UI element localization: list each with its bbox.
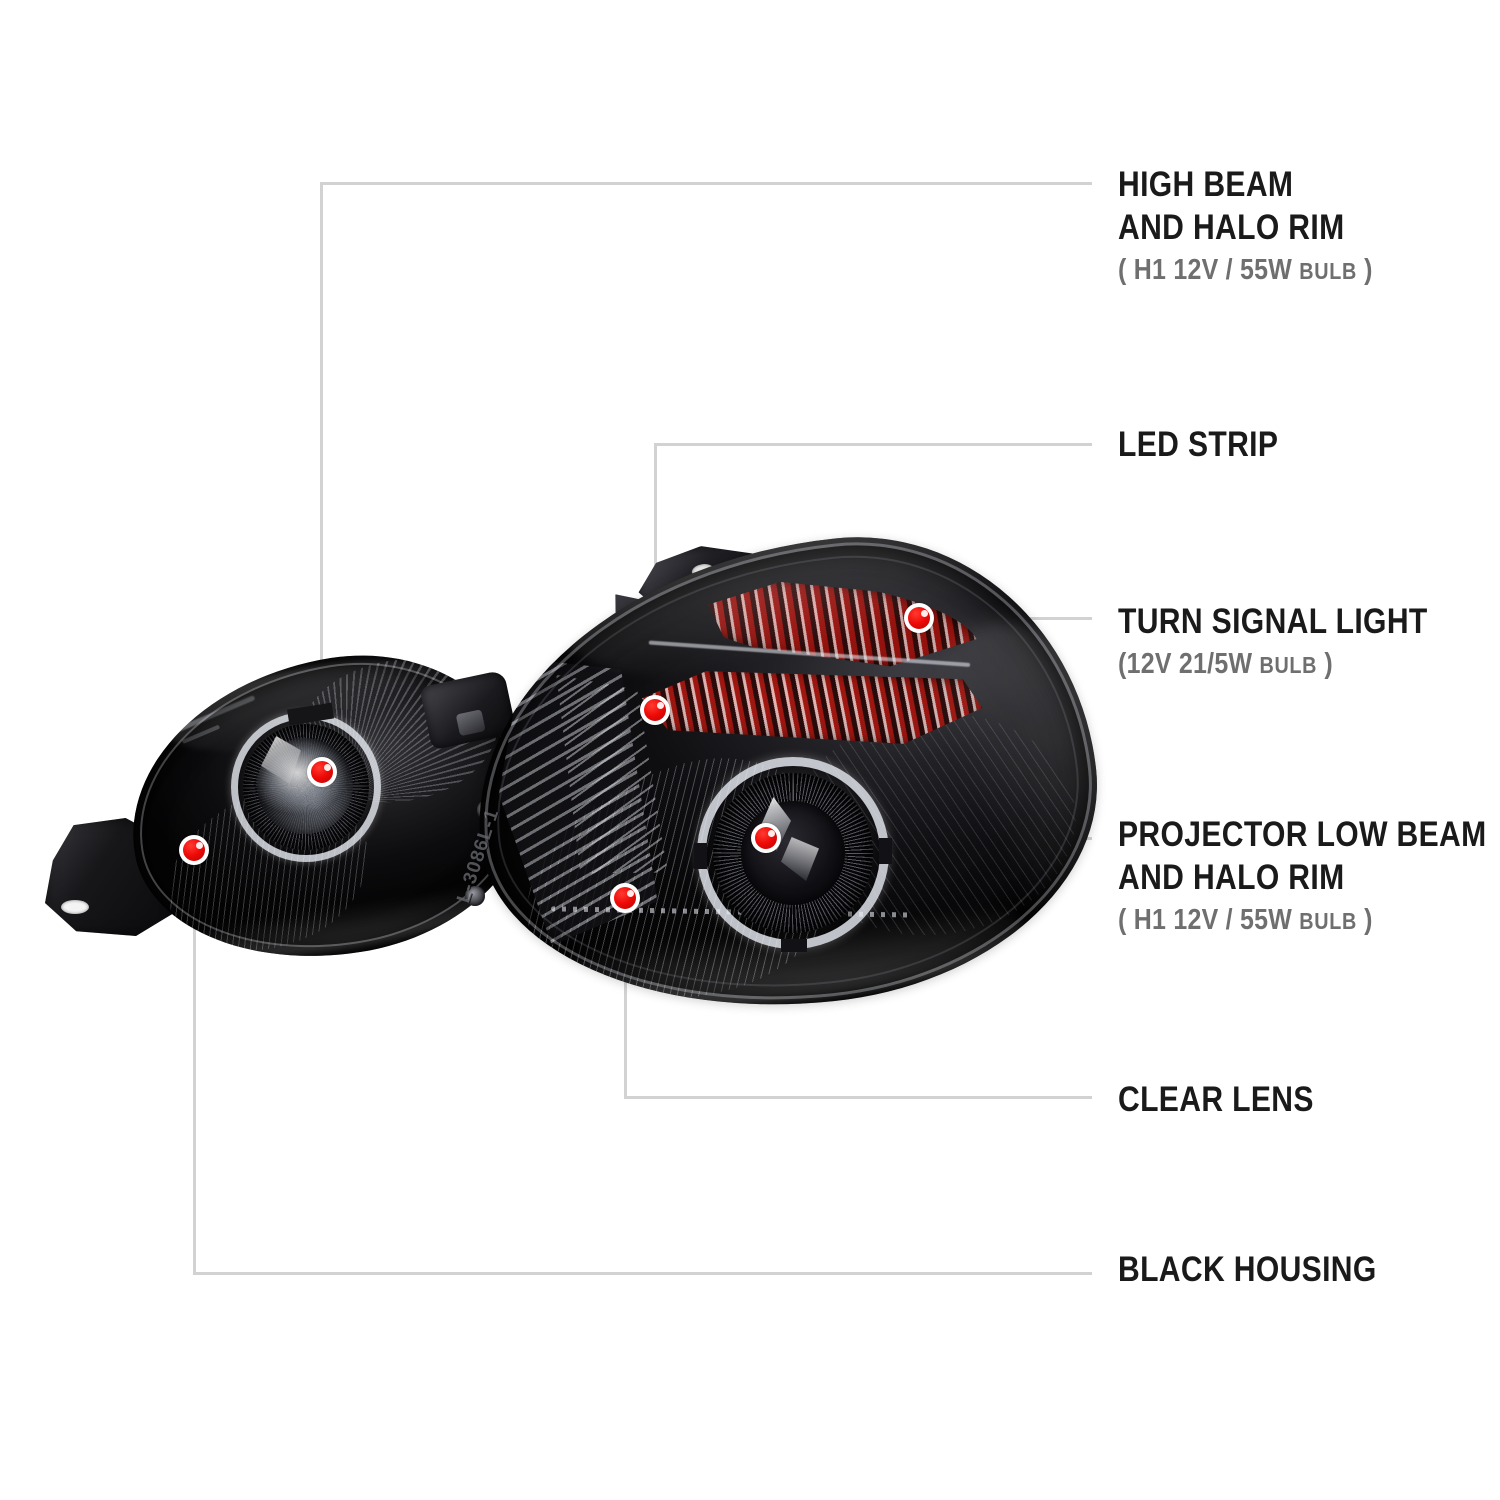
callout-high-beam-line1: HIGH BEAM	[1118, 165, 1294, 204]
callout-turn-signal-line1: TURN SIGNAL LIGHT	[1118, 602, 1428, 641]
callout-turn-signal-sub-suffix: )	[1317, 648, 1333, 680]
low-beam-halo-notch-right	[879, 837, 892, 864]
callout-high-beam: HIGH BEAM AND HALO RIM ( H1 12V / 55W BU…	[1118, 163, 1414, 290]
low-beam-halo-rim	[697, 757, 889, 949]
callout-led-strip-line1: LED STRIP	[1118, 425, 1279, 464]
callout-low-beam: PROJECTOR LOW BEAM AND HALO RIM ( H1 12V…	[1118, 813, 1500, 940]
marker-low-beam[interactable]	[751, 823, 781, 853]
callout-turn-signal-sub-prefix: (12V 21/5W	[1118, 648, 1260, 680]
high-beam-halo-rim	[231, 712, 381, 862]
leader-clear-lens-horizontal	[624, 1096, 1092, 1099]
callout-high-beam-line2: AND HALO RIM	[1118, 208, 1345, 247]
callout-turn-signal-sub-bulb: BULB	[1259, 652, 1318, 678]
callout-low-beam-sub: ( H1 12V / 55W BULB )	[1118, 901, 1487, 940]
callout-black-housing: BLACK HOUSING	[1118, 1248, 1419, 1291]
marker-clear-lens[interactable]	[610, 883, 640, 913]
leader-led-strip-horizontal	[654, 443, 1092, 446]
low-beam-halo-notch-bottom	[781, 939, 808, 952]
marker-high-beam[interactable]	[307, 757, 337, 787]
callout-low-beam-line2: AND HALO RIM	[1118, 858, 1345, 897]
callout-black-housing-line1: BLACK HOUSING	[1118, 1250, 1377, 1289]
callout-high-beam-sub-prefix: ( H1 12V / 55W	[1118, 254, 1300, 286]
callout-high-beam-sub: ( H1 12V / 55W BULB )	[1118, 251, 1373, 290]
callout-clear-lens-line1: CLEAR LENS	[1118, 1080, 1314, 1119]
callout-low-beam-sub-prefix: ( H1 12V / 55W	[1118, 904, 1300, 936]
high-beam-projector	[231, 702, 381, 862]
housing-screw-b	[465, 886, 485, 906]
callout-low-beam-sub-bulb: BULB	[1299, 908, 1357, 934]
leader-black-housing-horizontal	[193, 1272, 1092, 1275]
leader-high-beam-horizontal	[320, 182, 1092, 185]
marker-turn-signal[interactable]	[904, 603, 934, 633]
marker-led-strip[interactable]	[640, 695, 670, 725]
rear-headlight-housing	[45, 630, 551, 985]
callout-high-beam-sub-bulb: BULB	[1299, 258, 1357, 284]
leader-clear-lens-vertical	[624, 898, 627, 1098]
callout-low-beam-sub-suffix: )	[1356, 904, 1373, 936]
leader-black-housing-vertical	[193, 850, 196, 1274]
leader-high-beam-vertical	[320, 182, 323, 774]
callout-clear-lens: CLEAR LENS	[1118, 1078, 1346, 1121]
callout-low-beam-line1: PROJECTOR LOW BEAM	[1118, 815, 1487, 854]
marker-black-housing[interactable]	[179, 835, 209, 865]
callout-turn-signal: TURN SIGNAL LIGHT (12V 21/5W BULB )	[1118, 600, 1478, 684]
callout-high-beam-sub-suffix: )	[1356, 254, 1373, 286]
front-headlight-housing	[452, 513, 1118, 1037]
callout-led-strip: LED STRIP	[1118, 423, 1304, 466]
callout-turn-signal-sub: (12V 21/5W BULB )	[1118, 645, 1428, 684]
low-beam-projector	[694, 757, 892, 952]
low-beam-halo-notch-left	[694, 843, 707, 870]
